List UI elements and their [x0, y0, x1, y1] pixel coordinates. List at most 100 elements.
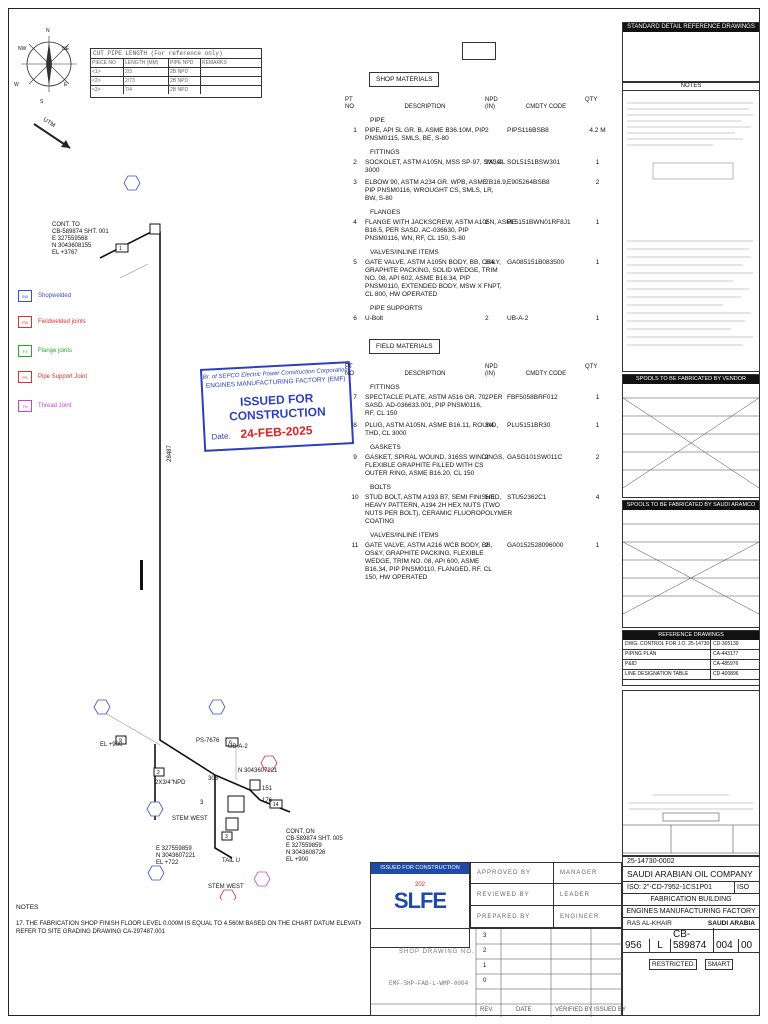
material-qty: 1 [595, 219, 600, 226]
aramco-title: SPOOLS TO BE FABRICATED BY SAUDI ARAMCO [623, 501, 759, 510]
cut-h-piece: PIECE NO [91, 59, 124, 68]
material-qty: 1 [595, 542, 600, 549]
coord-a: N 3043607221 [238, 768, 278, 774]
material-npd: 2 [485, 127, 489, 134]
material-npd: 2 [485, 542, 489, 549]
shop-drawing-code: EMF-SHP-FAB-L-WMP-0004 [389, 980, 469, 987]
reference-value: CA-485976 [713, 661, 739, 667]
issued-box-title: ISSUED FOR CONSTRUCTION [371, 863, 469, 874]
material-code: PIPS116BSB8 [507, 127, 549, 134]
dim-151: 151 [262, 786, 273, 792]
approval-role: MANAGER [560, 870, 598, 876]
shopweld-icon: SW [18, 290, 32, 302]
material-qty: 2 [595, 454, 600, 461]
material-npd: 2X3/4 [485, 159, 502, 166]
material-desc: FLANGE WITH JACKSCREW, ASTM A105N, ASME … [365, 219, 516, 242]
isometric-drawing: 1 2 3 14 6 9 [93, 175, 291, 900]
cont-to-label: CONT. TO CB-589874 SHT. 001 E 327559568 … [52, 222, 109, 256]
compass-ne: NE [62, 46, 69, 52]
field-header-code: CMDTY CODE [525, 371, 567, 377]
material-qty: 4.2 M [589, 127, 606, 134]
support-icon: PS [18, 371, 32, 383]
el-left-label: EL +900 [100, 742, 123, 748]
date-label: DATE [516, 1007, 532, 1013]
material-pt: 10 [351, 494, 359, 501]
stem-west-2: STEM WEST [208, 884, 244, 890]
utm-arrow-icon [33, 123, 71, 149]
material-npd: 3/4 [485, 259, 495, 266]
smart-label: SMART [704, 959, 734, 970]
shop-section-3: VALVES/INLINE ITEMS [370, 249, 439, 256]
tail-label: TAIL U [222, 858, 241, 864]
material-pt: 1 [353, 127, 357, 134]
verified-label: VERIFIED BY [555, 1007, 593, 1013]
ps-tag: PS-7676 [196, 738, 220, 744]
shop-section-0: PIPE [370, 117, 385, 124]
material-pt: 3 [353, 179, 357, 186]
field-header-npd: NPD (IN) [485, 364, 498, 377]
material-desc: SPECTACLE PLATE, ASTM A516 GR. 70, PER S… [365, 394, 503, 417]
jo-no: 25-14730-0002 [623, 857, 759, 867]
fieldweld-icon: FW [18, 316, 32, 328]
shop-section-2: FLANGES [370, 209, 401, 216]
approval-label: REVIEWED BY [471, 884, 554, 905]
iso-box: ISO [737, 884, 750, 891]
reference-value: CD-305139 [713, 641, 739, 647]
cut-r2-piece: <2> [91, 77, 124, 86]
material-desc: PIPE, API 5L GR. B, ASME B36.10M, PIP PN… [365, 127, 486, 142]
blank-box [462, 42, 496, 60]
field-header-pt: PT NO [345, 364, 354, 377]
material-desc: GATE VALVE, ASTM A105N BODY, BB, OS&Y, G… [365, 259, 502, 298]
rev-label: REV. [480, 1007, 494, 1013]
material-desc: STUD BOLT, ASTM A193 B7, SEMI FINISHED, … [365, 494, 513, 525]
revision-validation [622, 690, 760, 856]
compass-w: W [14, 82, 19, 88]
aramco-spools: SPOOLS TO BE FABRICATED BY SAUDI ARAMCO [622, 500, 760, 628]
cut-r1-piece: <1> [91, 68, 124, 77]
cut-r2-length: 2/73 [124, 77, 169, 86]
approval-label: PREPARED BY [471, 906, 554, 927]
field-section-0: FITTINGS [370, 384, 400, 391]
issued-stamp: Br. of SEPCO Electric Power Construction… [199, 361, 355, 452]
material-code: UB-A-2 [507, 315, 529, 322]
material-qty: 1 [595, 259, 600, 266]
notes-panel-title: NOTES [623, 83, 759, 91]
svg-text:1: 1 [119, 246, 122, 252]
npd-label: 2X3/4"NPD [155, 780, 186, 786]
rev-no: 00 [741, 940, 753, 951]
compass-rose [21, 36, 77, 92]
slfe-logo: SLFE [393, 888, 447, 913]
thread-icon: TH [18, 400, 32, 412]
field-header-desc: DESCRIPTION [404, 371, 446, 377]
reference-label: P&ID [623, 660, 711, 669]
reference-label: DWG. CONTROL FOR J.O. 25-14730-0002 [625, 640, 711, 649]
material-pt: 6 [353, 315, 357, 322]
shop-section-4: PIPE SUPPORTS [370, 305, 423, 312]
country: SAUDI ARABIA [707, 920, 755, 927]
approval-role: LEADER [560, 891, 591, 898]
material-pt: 8 [353, 422, 357, 429]
notes-title: NOTES [16, 904, 39, 911]
approval-row: REVIEWED BY LEADER [470, 884, 622, 906]
stamp-date: 24-FEB-2025 [240, 423, 313, 441]
dim-176: 176 [262, 798, 273, 804]
approval-label: APPROVED BY [471, 863, 554, 883]
notes-placeholder [627, 102, 753, 346]
material-pt: 2 [353, 159, 357, 166]
reference-row: DWG. CONTROL FOR J.O. 25-14730-0002CD-30… [623, 640, 759, 650]
material-qty: 1 [595, 422, 600, 429]
material-code: GASG101SW011C [507, 454, 563, 461]
cut-r1-remark [201, 68, 261, 77]
material-code: FL5151BWN01RF8J1 [507, 219, 571, 226]
vendor-title: SPOOLS TO BE FABRICATED BY VENDOR [623, 375, 759, 384]
svg-text:9: 9 [119, 738, 122, 744]
issued-box: ISSUED FOR CONSTRUCTION 202 SLFE [370, 862, 470, 948]
shop-section-1: FITTINGS [370, 149, 400, 156]
